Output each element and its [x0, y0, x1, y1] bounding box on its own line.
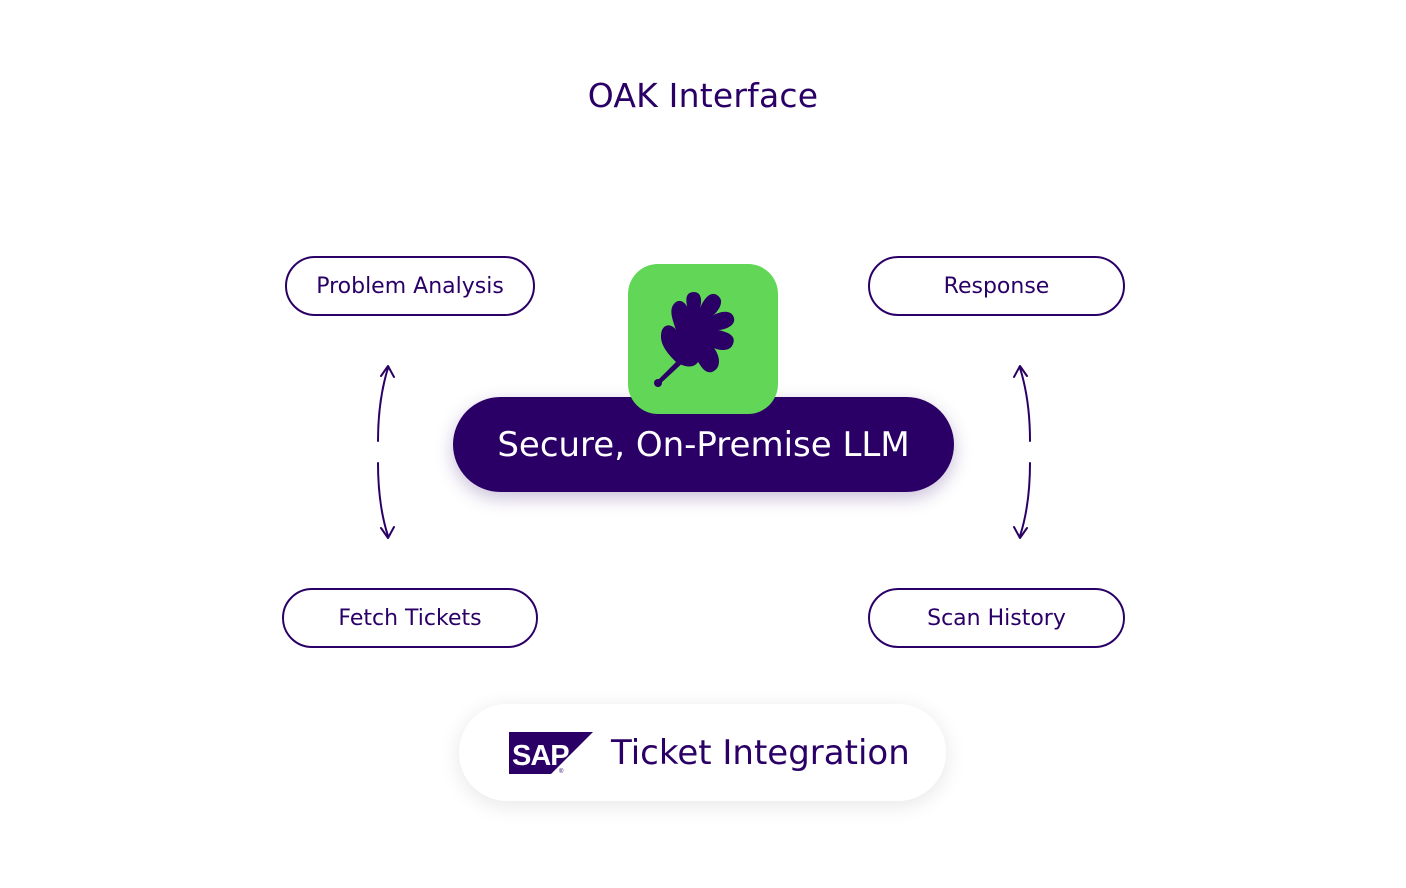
step-scan-history-label: Scan History [927, 605, 1066, 631]
sap-logo: SAP ® [509, 732, 593, 774]
right-arrowhead-down [1013, 526, 1028, 539]
core-llm-block: Secure, On-Premise LLM [453, 397, 954, 492]
step-fetch-tickets-label: Fetch Tickets [338, 605, 482, 631]
diagram-title: OAK Interface [587, 76, 819, 115]
left-arrow-lower [377, 462, 389, 537]
step-response: Response [868, 256, 1125, 316]
right-arrow-upper [1019, 367, 1031, 442]
core-llm-label: Secure, On-Premise LLM [497, 424, 910, 465]
oak-leaf-icon [654, 292, 735, 387]
ticket-integration-block: SAP ® Ticket Integration [459, 704, 946, 801]
step-scan-history: Scan History [868, 588, 1125, 648]
oak-logo-tile [628, 264, 778, 414]
step-problem-analysis: Problem Analysis [285, 256, 535, 316]
right-arrow-lower [1019, 462, 1031, 537]
svg-text:®: ® [559, 768, 564, 774]
ticket-integration-label: Ticket Integration [611, 732, 910, 773]
right-arrowhead-up [1013, 365, 1028, 378]
sap-logo-text: SAP [512, 740, 569, 772]
left-arrowhead-up [380, 365, 395, 378]
step-fetch-tickets: Fetch Tickets [282, 588, 538, 648]
left-arrow-upper [377, 367, 389, 442]
step-problem-analysis-label: Problem Analysis [316, 273, 504, 299]
left-arrowhead-down [380, 526, 395, 539]
step-response-label: Response [943, 273, 1050, 299]
